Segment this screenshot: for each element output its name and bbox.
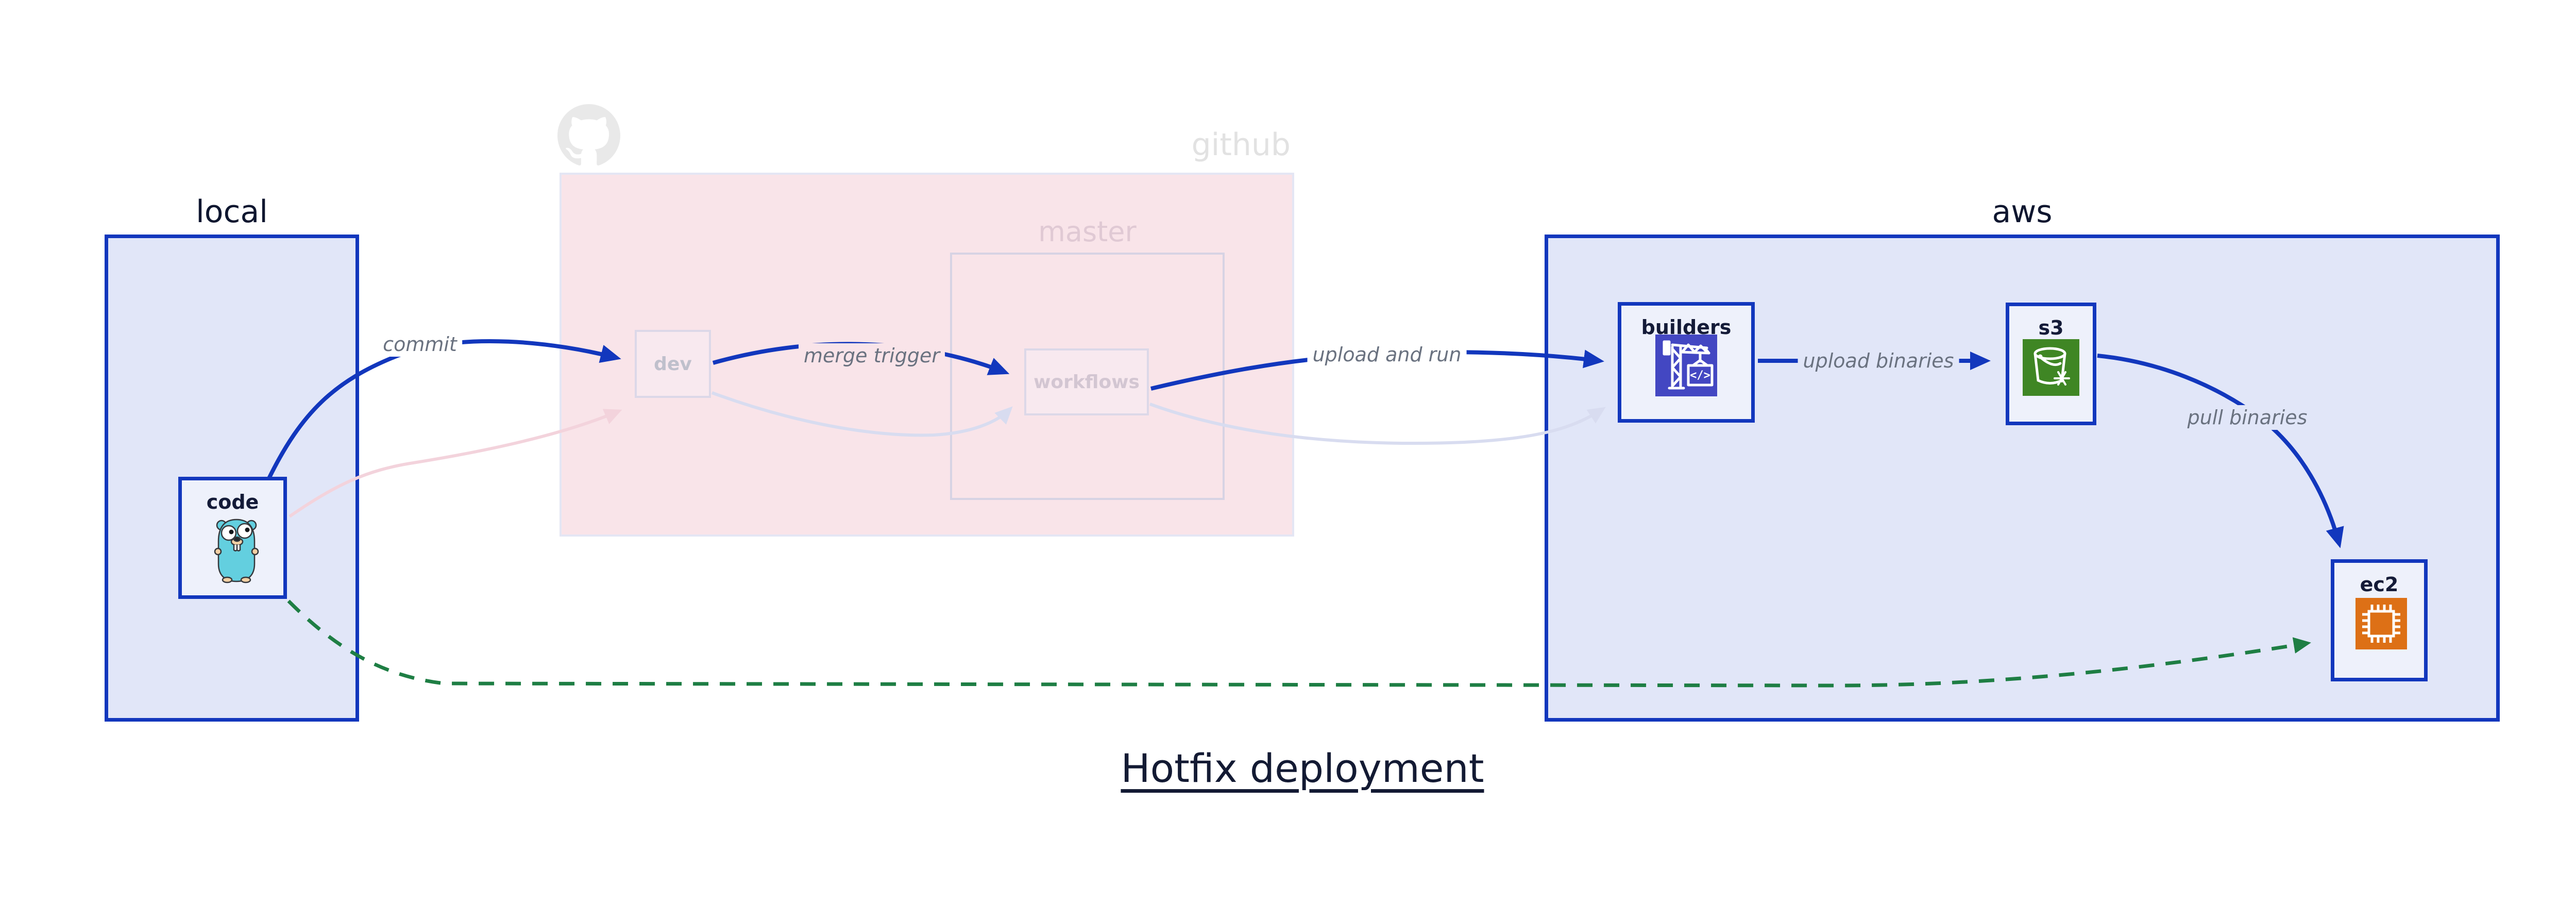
- s3-bucket-icon: [2023, 339, 2079, 396]
- diagram-title: Hotfix deployment: [1121, 745, 1484, 791]
- svg-text:</>: </>: [1690, 369, 1710, 382]
- node-label-ec2: ec2: [2360, 573, 2399, 596]
- group-master-branch: [950, 253, 1225, 500]
- edge-label-upload-and-run: upload and run: [1307, 342, 1467, 367]
- edge-workflows-to-builders-faded: [1149, 403, 1606, 445]
- edge-pull-binaries: [2097, 354, 2344, 548]
- edge-label-merge-trigger: merge trigger: [799, 343, 945, 368]
- node-label-workflows: workflows: [1033, 371, 1140, 393]
- edge-hotfix-direct: [287, 599, 2311, 688]
- node-dev: dev: [635, 330, 711, 398]
- group-label-master: master: [1038, 215, 1137, 248]
- node-label-code: code: [206, 491, 259, 513]
- group-label-github: github: [1191, 127, 1291, 163]
- node-label-s3: s3: [2038, 316, 2064, 339]
- github-octocat-icon: [557, 104, 620, 165]
- group-label-aws: aws: [1992, 194, 2053, 230]
- node-s3: s3: [2006, 303, 2096, 425]
- edge-dev-to-workflows-faded: [711, 391, 1013, 437]
- node-ec2: ec2: [2331, 559, 2428, 681]
- ec2-chip-icon: [2355, 598, 2407, 649]
- edge-label-upload-binaries: upload binaries: [1798, 348, 1959, 373]
- group-label-local: local: [196, 194, 268, 230]
- node-code: code: [178, 477, 287, 599]
- codebuild-crane-icon: </>: [1655, 335, 1717, 396]
- edge-label-pull-binaries: pull binaries: [2182, 405, 2313, 430]
- node-builders: builders </>: [1618, 302, 1755, 423]
- node-label-dev: dev: [654, 353, 692, 375]
- node-workflows: workflows: [1024, 348, 1149, 415]
- edge-label-commit: commit: [378, 332, 462, 357]
- go-gopher-icon: [214, 519, 259, 583]
- edge-code-to-dev-faded: [289, 409, 622, 518]
